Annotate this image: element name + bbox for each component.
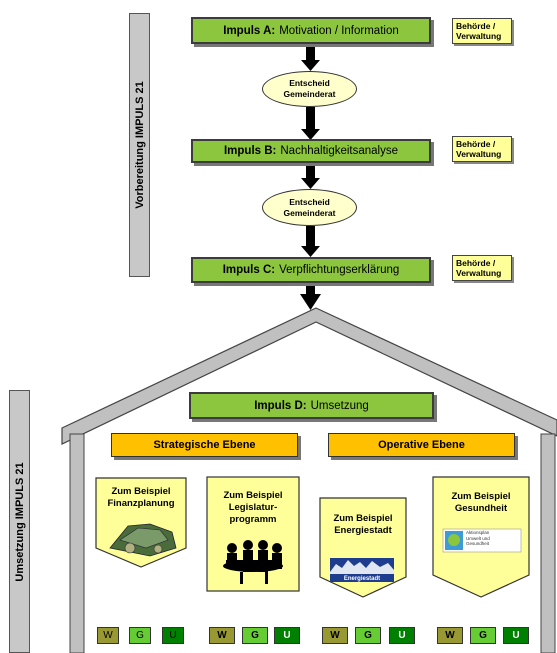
decision-1-line1: Entscheid — [289, 78, 330, 88]
wgu-4-g: G — [470, 627, 496, 644]
impuls-b-head: Impuls B: — [223, 145, 277, 157]
authority-note-a: Behörde / Verwaltung — [452, 18, 512, 44]
wgu-3-w: W — [322, 627, 348, 644]
house-wall-left — [69, 433, 85, 653]
decision-1-line2: Gemeinderat — [283, 89, 336, 99]
wgu-1-u: U — [162, 627, 184, 644]
preparation-bar: Vorbereitung IMPULS 21 — [129, 13, 150, 277]
decision-ellipse-1: Entscheid Gemeinderat — [262, 71, 357, 107]
impuls-a-head: Impuls A: — [223, 24, 276, 37]
wgu-2-g: G — [242, 627, 268, 644]
flow-arrows — [300, 45, 321, 310]
meeting-silhouette-icon — [223, 540, 283, 584]
impuls-c-text: Verpflichtungserklärung — [279, 264, 400, 276]
wgu-3-g: G — [355, 627, 381, 644]
wgu-4-w: W — [437, 627, 463, 644]
wgu-4-u: U — [503, 627, 529, 644]
gesundheit-title: Zum Beispiel Gesundheit — [451, 491, 511, 514]
impuls-d-head: Impuls D: — [254, 399, 307, 412]
impuls-b-text: Nachhaltigkeitsanalyse — [280, 145, 398, 157]
legislatur-title: Zum Beispiel Legislatur- programm — [223, 490, 283, 525]
money-pile-icon — [109, 523, 177, 557]
finanzplanung-title: Zum Beispiel Finanzplanung — [107, 486, 175, 509]
wgu-1-w: W — [97, 627, 119, 644]
impuls-d-text: Umsetzung — [310, 399, 369, 412]
decision-ellipse-2: Entscheid Gemeinderat — [262, 189, 357, 226]
house-wall-right — [540, 433, 556, 653]
impuls-a-text: Motivation / Information — [279, 24, 399, 37]
energiestadt-logo-icon — [330, 558, 394, 582]
impuls-d-box: Impuls D:Umsetzung — [189, 392, 434, 419]
impuls-c-box: Impuls C:Verpflichtungserklärung — [191, 257, 431, 283]
decision-2-line1: Entscheid — [289, 196, 330, 207]
house-roof — [61, 307, 557, 445]
impuls-b-box: Impuls B:Nachhaltigkeitsanalyse — [191, 139, 431, 163]
impuls-c-head: Impuls C: — [222, 264, 276, 276]
strategic-level: Strategische Ebene — [111, 433, 298, 457]
wgu-1-g: G — [129, 627, 151, 644]
wgu-2-u: U — [274, 627, 300, 644]
gesundheit-logo-text: Aktionsplan Umwelt und Gesundheit — [466, 530, 490, 546]
decision-2-line2: Gemeinderat — [283, 207, 336, 218]
energiestadt-title: Zum Beispiel Energiestadt — [333, 513, 393, 536]
gesundheit-logo-icon — [442, 528, 522, 553]
operative-level: Operative Ebene — [328, 433, 515, 457]
wgu-2-w: W — [209, 627, 235, 644]
authority-note-c: Behörde / Verwaltung — [452, 255, 512, 281]
impuls-a-box: Impuls A:Motivation / Information — [191, 17, 431, 44]
wgu-3-u: U — [389, 627, 415, 644]
authority-note-b: Behörde / Verwaltung — [452, 136, 512, 162]
energiestadt-logo-text: Energiestadt — [344, 576, 380, 582]
